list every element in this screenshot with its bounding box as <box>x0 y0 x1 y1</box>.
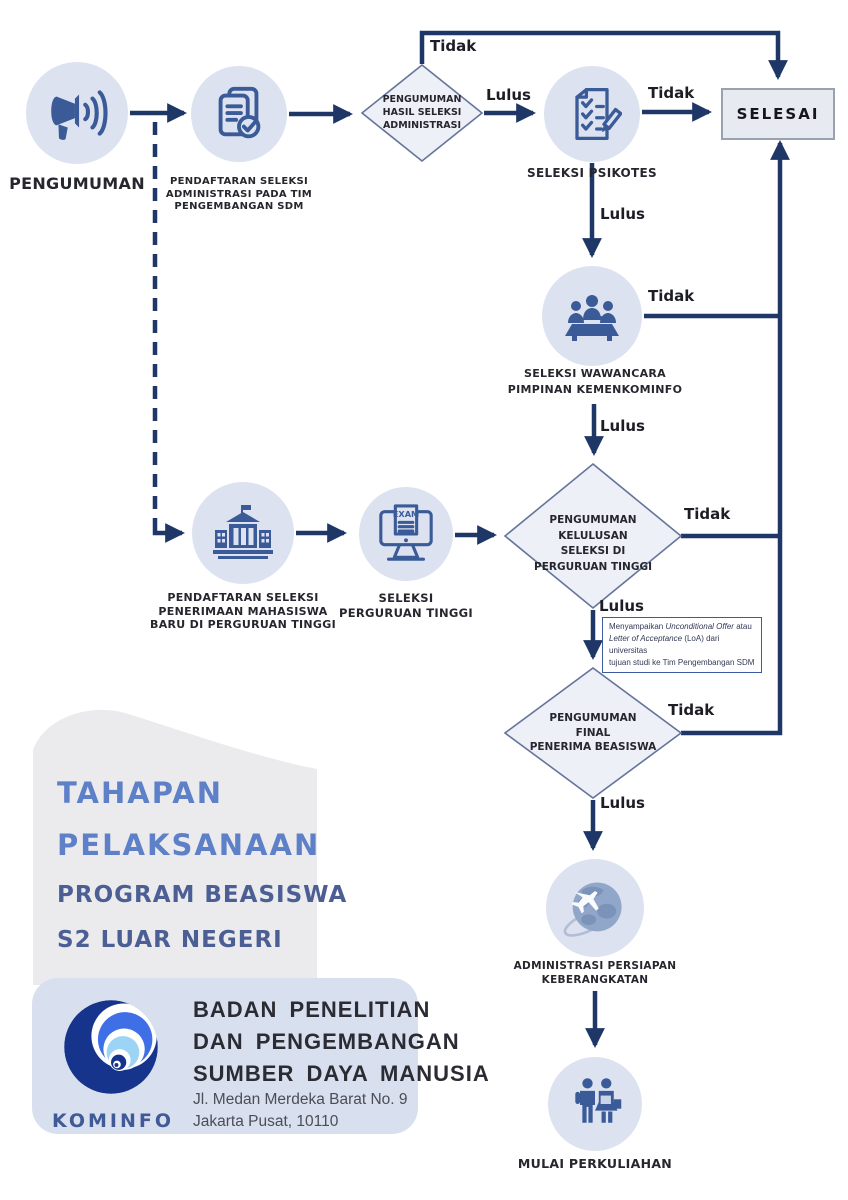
loa-note-line3: tujuan studi ke Tim Pengembangan SDM <box>609 658 755 667</box>
caption-pendaftaran-administrasi: PENDAFTARAN SELEKSI ADMINISTRASI PADA TI… <box>165 176 313 212</box>
selesai-label: SELESAI <box>736 105 820 123</box>
edge-label-psikotes-lulus: Lulus <box>600 205 645 223</box>
edge-label-wawancara-lulus: Lulus <box>600 417 645 435</box>
caption-administrasi-keberangkatan: ADMINISTRASI PERSIAPAN KEBERANGKATAN <box>513 960 677 986</box>
decision-pengumuman-kelulusan <box>503 462 683 610</box>
selesai-terminator: SELESAI <box>721 88 835 140</box>
org-name-line1: BADAN PENELITIAN <box>193 997 431 1022</box>
exam-screen-text: EXAM <box>393 509 420 519</box>
caption-seleksi-wawancara: SELEKSI WAWANCARA PIMPINAN KEMENKOMINFO <box>507 367 683 396</box>
edge-label-wawancara-tidak: Tidak <box>648 287 695 305</box>
org-address-line1: Jl. Medan Merdeka Barat No. 9 <box>193 1091 408 1108</box>
node-seleksi-psikotes <box>544 66 640 162</box>
connector-branch-to-pendaftaran-pt <box>152 518 185 543</box>
connector-decision1-tidak-to-selesai <box>419 30 788 80</box>
title-line-3: PROGRAM BEASISWA <box>57 882 348 908</box>
edge-label-d2-lulus: Lulus <box>599 597 644 615</box>
caption-pendaftaran-perguruan-tinggi: PENDAFTARAN SELEKSI PENERIMAAN MAHASISWA… <box>150 591 336 631</box>
meeting-people-icon <box>565 295 619 341</box>
node-mulai-perkuliahan <box>548 1057 642 1151</box>
edge-label-d3-tidak: Tidak <box>668 701 715 719</box>
label-decision-kelulusan: PENGUMUMAN KELULUSAN SELEKSI DI PERGURUA… <box>534 514 652 573</box>
checklist-pencil-icon <box>575 87 622 141</box>
decision-pengumuman-hasil-seleksi <box>360 63 484 163</box>
students-icon <box>575 1078 622 1123</box>
title-line-1: TAHAPAN <box>57 776 223 810</box>
document-check-icon <box>218 86 261 139</box>
title-panel-background <box>33 709 317 985</box>
edge-label-d3-lulus: Lulus <box>600 794 645 812</box>
globe-plane-icon <box>563 882 622 937</box>
edge-label-psikotes-tidak: Tidak <box>648 84 695 102</box>
edge-label-d2-tidak: Tidak <box>684 505 731 523</box>
node-pendaftaran-administrasi <box>191 66 287 162</box>
edge-label-d1-lulus: Lulus <box>486 86 531 104</box>
loa-note-line1: Menyampaikan Unconditional Offer atau <box>609 622 752 631</box>
node-administrasi-keberangkatan <box>546 859 644 957</box>
edge-label-d1-tidak: Tidak <box>430 37 477 55</box>
kominfo-logo-text: KOMINFO <box>52 1110 175 1132</box>
title-line-4: S2 LUAR NEGERI <box>57 927 283 953</box>
exam-monitor-icon: EXAM <box>379 504 433 561</box>
label-decision-hasil-seleksi: PENGUMUMAN HASIL SELEKSI ADMINISTRASI <box>382 94 462 131</box>
megaphone-icon <box>51 90 108 140</box>
caption-seleksi-perguruan-tinggi: SELEKSI PERGURUAN TINGGI <box>339 591 473 620</box>
org-address-block: Jl. Medan Merdeka Barat No. 9 Jakarta Pu… <box>193 1089 408 1133</box>
node-seleksi-perguruan-tinggi: EXAM <box>359 487 453 581</box>
connector-decision3-tidak-to-selesai <box>681 140 790 736</box>
node-seleksi-wawancara <box>542 266 642 366</box>
org-name-line3: SUMBER DAYA MANUSIA <box>193 1061 490 1086</box>
loa-note: Menyampaikan Unconditional Offer atau Le… <box>602 617 762 673</box>
node-pengumuman <box>26 62 128 164</box>
caption-pengumuman: PENGUMUMAN <box>9 174 145 193</box>
decision-pengumuman-final <box>503 667 683 799</box>
label-decision-final: PENGUMUMAN FINAL PENERIMA BEASISWA <box>529 712 657 753</box>
loa-note-line2: Letter of Acceptance (LoA) dari universi… <box>609 634 720 655</box>
caption-seleksi-psikotes: SELEKSI PSIKOTES <box>527 166 657 180</box>
node-pendaftaran-perguruan-tinggi <box>192 482 294 584</box>
org-name-block: BADAN PENELITIAN DAN PENGEMBANGAN SUMBER… <box>193 994 490 1090</box>
org-address-line2: Jakarta Pusat, 10110 <box>193 1113 339 1130</box>
caption-mulai-perkuliahan: MULAI PERKULIAHAN <box>517 1156 673 1171</box>
org-name-line2: DAN PENGEMBANGAN <box>193 1029 460 1054</box>
university-building-icon <box>213 505 273 559</box>
kominfo-logo <box>62 998 160 1100</box>
title-line-2: PELAKSANAAN <box>57 828 321 862</box>
kominfo-logo-icon <box>64 1000 158 1094</box>
